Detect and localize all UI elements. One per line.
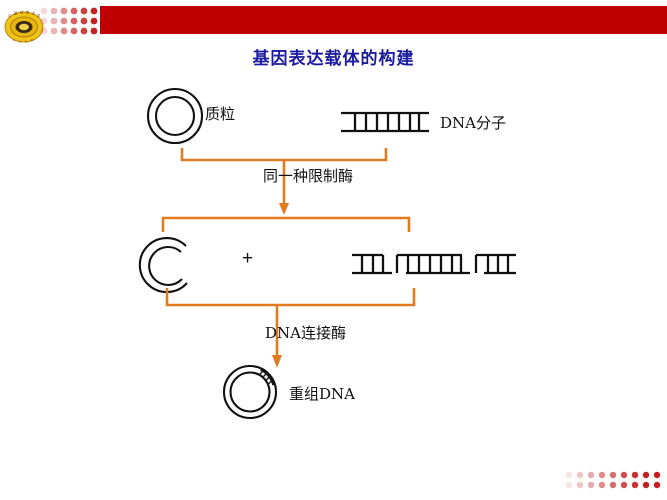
svg-text:学: 学 <box>37 13 40 18</box>
header-dot-grid <box>38 5 100 37</box>
footer-dot-grid <box>563 470 663 490</box>
svg-text:C: C <box>13 38 15 42</box>
dna-molecule-shape <box>341 111 429 133</box>
svg-text:G: G <box>25 39 27 43</box>
svg-text:U: U <box>19 39 21 43</box>
svg-text:地: 地 <box>20 9 24 14</box>
svg-text:中: 中 <box>8 13 11 18</box>
header-red-band <box>100 6 667 34</box>
svg-text:质: 质 <box>26 9 30 14</box>
university-seal-logo: 中 国 地 质 大 学 C U G B <box>2 7 46 45</box>
dna-ligase-step-label: DNA连接酶 <box>265 324 346 342</box>
page-title: 基因表达载体的构建 <box>252 49 415 69</box>
closed-plasmid-shape <box>146 87 204 145</box>
row2-top-bracket <box>161 216 411 232</box>
dna-fragments-shape <box>352 253 516 275</box>
dna-molecule-label: DNA分子 <box>440 114 506 132</box>
svg-text:国: 国 <box>14 10 17 15</box>
recombinant-dna-label: 重组DNA <box>289 385 355 403</box>
recombinant-plasmid-shape <box>222 364 278 420</box>
cut-plasmid-shape <box>138 236 188 294</box>
plasmid-label: 质粒 <box>205 105 236 123</box>
plus-operator: + <box>242 248 254 269</box>
restriction-enzyme-step-label: 同一种限制酶 <box>263 167 354 185</box>
svg-text:大: 大 <box>32 11 36 16</box>
svg-text:B: B <box>31 38 33 42</box>
